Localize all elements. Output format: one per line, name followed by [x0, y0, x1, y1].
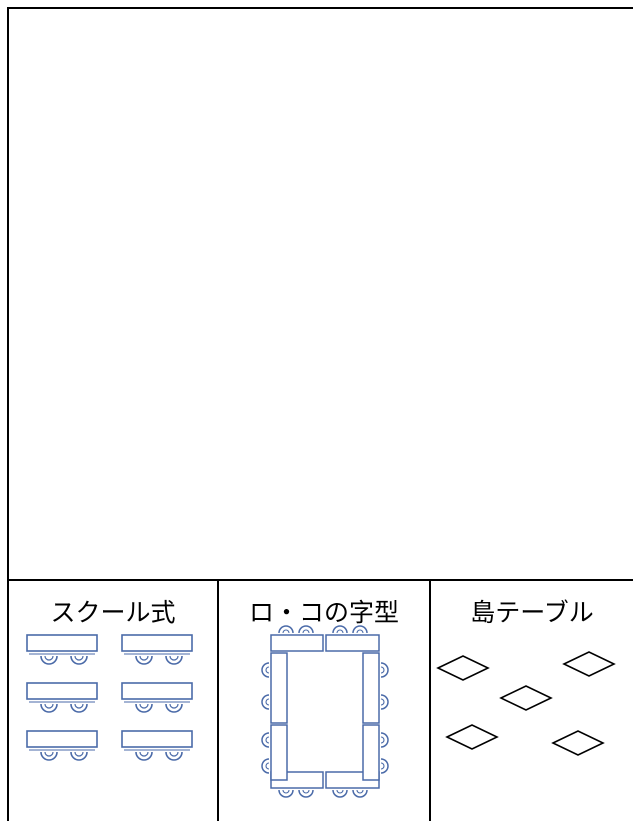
- layout-cell-school: スクール式: [9, 581, 217, 821]
- chair-seat: [265, 762, 270, 770]
- chair-seat: [139, 703, 149, 709]
- chair-seat: [265, 666, 270, 674]
- chair: [135, 751, 153, 761]
- island-table: [436, 655, 490, 681]
- chair-seat: [169, 703, 179, 709]
- chair-seat: [282, 789, 290, 794]
- desk: [121, 634, 193, 652]
- chair-seat: [139, 655, 149, 661]
- layout-label-u-shape: ロ・コの字型: [248, 598, 399, 627]
- chair-seat: [74, 751, 84, 757]
- chair: [70, 751, 88, 761]
- table: [270, 652, 288, 724]
- chair: [298, 789, 314, 798]
- chair-seat: [74, 703, 84, 709]
- u-shape-seating-icon: [261, 625, 389, 798]
- chair: [298, 625, 314, 634]
- table-frame: [7, 7, 633, 821]
- chair: [261, 662, 270, 678]
- chair-seat: [380, 698, 385, 706]
- chair: [261, 758, 270, 774]
- island-table-seating-icon: [436, 651, 616, 756]
- chair: [261, 694, 270, 710]
- table: [362, 724, 380, 781]
- chair-seat: [169, 751, 179, 757]
- chair-seat: [44, 751, 54, 757]
- column-divider: [217, 580, 219, 821]
- chair: [40, 751, 58, 761]
- layout-label-school: スクール式: [50, 598, 176, 627]
- chair: [165, 751, 183, 761]
- column-divider: [429, 580, 431, 821]
- chair-seat: [356, 789, 364, 794]
- chair: [135, 655, 153, 665]
- chair: [70, 655, 88, 665]
- chair-seat: [265, 736, 270, 744]
- table: [270, 724, 288, 781]
- desk: [121, 682, 193, 700]
- chair-seat: [44, 655, 54, 661]
- desk: [121, 730, 193, 748]
- desk: [26, 730, 98, 748]
- island-table: [499, 685, 553, 711]
- table: [362, 652, 380, 724]
- chair-seat: [356, 629, 364, 634]
- island-table: [551, 730, 605, 756]
- chair: [261, 732, 270, 748]
- chair-seat: [169, 655, 179, 661]
- chair: [380, 758, 389, 774]
- chair: [380, 732, 389, 748]
- chair: [332, 789, 348, 798]
- chair: [165, 703, 183, 713]
- chair-seat: [302, 629, 310, 634]
- island-table: [445, 724, 499, 750]
- chair: [332, 625, 348, 634]
- table: [325, 634, 380, 652]
- desk: [26, 682, 98, 700]
- island-table: [562, 651, 616, 677]
- chair-seat: [380, 736, 385, 744]
- school-style-seating-icon: [26, 634, 193, 761]
- chair-seat: [302, 789, 310, 794]
- chair-seat: [336, 629, 344, 634]
- chair-seat: [74, 655, 84, 661]
- layout-label-island: 島テーブル: [470, 598, 594, 627]
- layout-cell-island: 島テーブル: [431, 581, 633, 821]
- chair: [70, 703, 88, 713]
- chair: [40, 703, 58, 713]
- chair: [278, 625, 294, 634]
- chair: [380, 662, 389, 678]
- chair-seat: [282, 629, 290, 634]
- chair-seat: [380, 762, 385, 770]
- layout-cell-u-shape: ロ・コの字型: [219, 581, 429, 821]
- chair-seat: [44, 703, 54, 709]
- row-divider: [7, 579, 633, 581]
- chair: [135, 703, 153, 713]
- chair-seat: [139, 751, 149, 757]
- chair: [40, 655, 58, 665]
- chair: [352, 789, 368, 798]
- chair-seat: [265, 698, 270, 706]
- chair: [165, 655, 183, 665]
- chair: [278, 789, 294, 798]
- chair-seat: [380, 666, 385, 674]
- chair: [380, 694, 389, 710]
- chair: [352, 625, 368, 634]
- table: [270, 634, 324, 652]
- desk: [26, 634, 98, 652]
- chair-seat: [336, 789, 344, 794]
